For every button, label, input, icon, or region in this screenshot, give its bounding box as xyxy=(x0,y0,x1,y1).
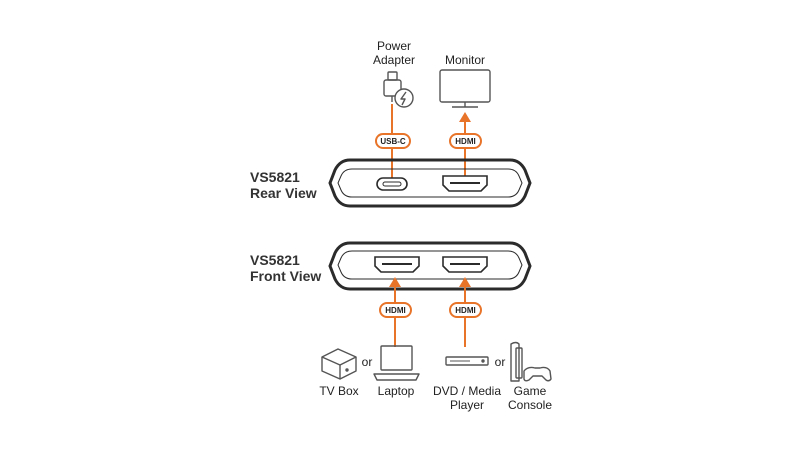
game-console-icon xyxy=(510,341,552,382)
rear-model-title: VS5821 xyxy=(250,169,300,185)
tv-box-label: TV Box xyxy=(319,384,358,398)
power-label-line2: Adapter xyxy=(373,53,415,67)
laptop-icon xyxy=(373,345,420,381)
power-label-line1: Power xyxy=(377,39,411,53)
monitor-icon xyxy=(439,69,491,108)
dvd-label-line2: Player xyxy=(450,398,484,412)
rear-view-title: Rear View xyxy=(250,185,317,201)
or-right: or xyxy=(495,355,506,369)
front-hdmi-badge-right: HDMI xyxy=(449,302,482,318)
input1-arrow-icon xyxy=(389,277,401,287)
front-hdmi-badge-left: HDMI xyxy=(379,302,412,318)
monitor-arrow-icon xyxy=(459,112,471,122)
power-adapter-icon xyxy=(383,71,414,108)
monitor-label: Monitor xyxy=(445,53,485,67)
front-view-title: Front View xyxy=(250,268,321,284)
rear-hdmi-badge-text: HDMI xyxy=(455,137,475,146)
usb-c-badge: USB-C xyxy=(375,133,411,149)
laptop-label: Laptop xyxy=(378,384,415,398)
or-left: or xyxy=(362,355,373,369)
console-label-line1: Game xyxy=(514,384,547,398)
console-label-line2: Console xyxy=(508,398,552,412)
front-hdmi-badge-right-text: HDMI xyxy=(455,306,475,315)
dvd-player-icon xyxy=(445,356,489,366)
front-hdmi-badge-left-text: HDMI xyxy=(385,306,405,315)
rear-hdmi-badge: HDMI xyxy=(449,133,482,149)
front-device-body xyxy=(328,241,532,291)
usb-c-badge-text: USB-C xyxy=(380,137,406,146)
input2-arrow-icon xyxy=(459,277,471,287)
usb-c-port-inner xyxy=(382,181,402,187)
dvd-label-line1: DVD / Media xyxy=(433,384,501,398)
usb-c-port xyxy=(376,177,408,191)
tv-box-icon xyxy=(321,348,357,380)
front-model-title: VS5821 xyxy=(250,252,300,268)
rear-device-body xyxy=(328,158,532,208)
